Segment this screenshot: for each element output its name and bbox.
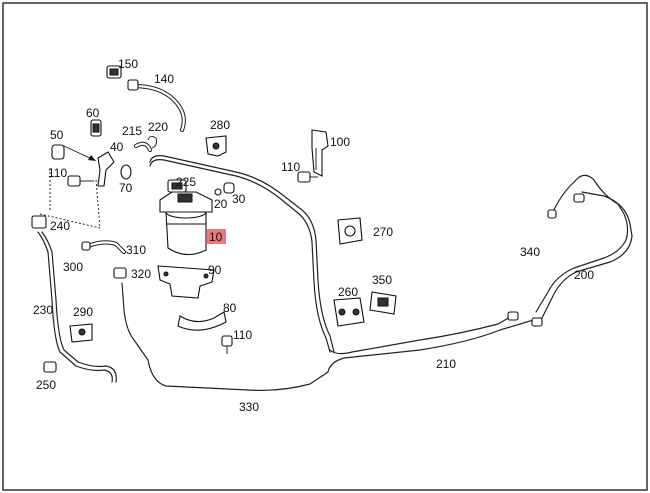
- part-110-bolt-lower: [221, 335, 233, 354]
- part-110-bolt-upper: [297, 171, 318, 183]
- part-20-ring: [214, 188, 222, 196]
- part-10-fuel-filter: [159, 191, 213, 256]
- part-350-clip: [369, 291, 397, 315]
- part-60-sensor: [90, 119, 102, 137]
- part-250-fitting: [43, 361, 57, 373]
- fuel-line-230: [37, 231, 113, 383]
- callout-340[interactable]: 340: [520, 245, 540, 259]
- hose-140-inner: [132, 84, 185, 132]
- part-70-plug: [120, 164, 132, 180]
- callout-100[interactable]: 100: [330, 135, 350, 149]
- callout-10-highlight: [207, 229, 226, 244]
- callout-290[interactable]: 290: [73, 305, 93, 319]
- part-150-fitting: [106, 65, 122, 79]
- hose-310-inner: [86, 241, 126, 254]
- fuel-line-210: [329, 315, 513, 355]
- callout-260[interactable]: 260: [338, 285, 358, 299]
- part-90-bracket: [157, 265, 215, 299]
- callout-330[interactable]: 330: [239, 400, 259, 414]
- callout-40[interactable]: 40: [110, 140, 124, 154]
- callout-labels: 150 140 60 50 40 215 220 280 100 110 110…: [33, 57, 594, 414]
- callout-140[interactable]: 140: [154, 72, 174, 86]
- fuel-line-230-b: [41, 231, 117, 383]
- callout-50[interactable]: 50: [50, 128, 64, 142]
- part-110-bolt-left: [67, 175, 94, 187]
- fuel-line-upper: [149, 155, 335, 353]
- arrow-head: [88, 155, 96, 161]
- callout-200[interactable]: 200: [574, 268, 594, 282]
- callout-150[interactable]: 150: [118, 57, 138, 71]
- hose-215-inner: [134, 142, 152, 152]
- part-100-bracket: [311, 129, 329, 177]
- part-225-cap: [167, 179, 187, 193]
- part-40-valve: [97, 151, 115, 187]
- callout-110-lower[interactable]: 110: [233, 328, 252, 342]
- part-290-bracket: [69, 323, 93, 343]
- callout-280[interactable]: 280: [210, 118, 230, 132]
- callout-80[interactable]: 80: [223, 301, 237, 315]
- part-fitting-200-end: [531, 317, 543, 327]
- part-240-clip: [31, 215, 47, 229]
- callout-210[interactable]: 210: [436, 357, 456, 371]
- part-50-plug: [51, 144, 65, 160]
- part-fitting-right-end: [547, 209, 557, 219]
- callout-10[interactable]: 10: [209, 230, 223, 244]
- callout-310[interactable]: 310: [126, 243, 146, 257]
- callout-110-left[interactable]: 110: [48, 166, 67, 180]
- callout-320[interactable]: 320: [131, 267, 151, 281]
- callout-70[interactable]: 70: [119, 181, 133, 195]
- callout-110-upper[interactable]: 110: [281, 160, 300, 174]
- part-140-clamp: [127, 79, 139, 91]
- leader-lines: [39, 168, 101, 229]
- callout-250[interactable]: 250: [36, 378, 56, 392]
- arrow-50-to-40: [63, 145, 95, 161]
- callout-240[interactable]: 240: [50, 219, 70, 233]
- fuel-line-330: [121, 282, 541, 391]
- part-fitting-right-top: [573, 193, 585, 203]
- part-280-bracket: [205, 135, 227, 157]
- part-fitting-210-end: [507, 311, 519, 321]
- callout-20[interactable]: 20: [214, 197, 228, 211]
- fuel-line-upper-b: [149, 159, 331, 353]
- fuel-lines: [37, 83, 633, 391]
- fuel-line-340: [535, 174, 629, 313]
- fuel-line-200: [539, 191, 633, 323]
- callout-90[interactable]: 90: [208, 263, 222, 277]
- part-220-clamp: [147, 135, 157, 149]
- callout-300[interactable]: 300: [63, 260, 83, 274]
- part-300-connector: [81, 241, 91, 251]
- callout-30[interactable]: 30: [232, 192, 246, 206]
- callout-220[interactable]: 220: [148, 120, 168, 134]
- callout-225[interactable]: 225: [176, 175, 196, 189]
- part-320-fitting: [113, 267, 127, 279]
- part-260-clip: [333, 297, 365, 327]
- callout-60[interactable]: 60: [86, 106, 100, 120]
- callout-350[interactable]: 350: [372, 273, 392, 287]
- callout-230[interactable]: 230: [33, 303, 53, 317]
- callout-270[interactable]: 270: [373, 225, 393, 239]
- part-30-seal: [223, 182, 235, 194]
- part-80-strap: [177, 311, 227, 331]
- callout-215[interactable]: 215: [122, 124, 142, 138]
- parts: [31, 65, 585, 373]
- part-270-clamp: [337, 217, 363, 245]
